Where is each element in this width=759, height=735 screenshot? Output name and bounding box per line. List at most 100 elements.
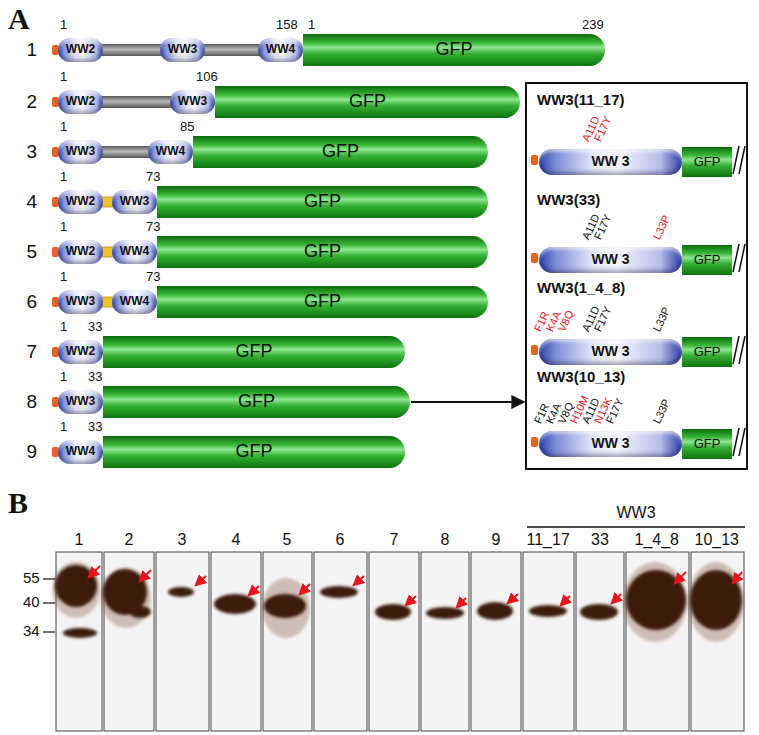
band-arrow: [249, 586, 259, 595]
callout-number: 2: [27, 91, 38, 113]
gfp-label: GFP: [304, 292, 341, 312]
callout-number: 1: [308, 18, 315, 33]
callout-number: 34: [23, 622, 40, 639]
gfp-cylinder: GFP: [103, 386, 410, 418]
protein-band: [477, 602, 513, 620]
mw-tick: [43, 631, 55, 632]
callout-number: 106: [196, 70, 218, 85]
callout-number: WW3: [617, 504, 656, 522]
band-halo: [262, 578, 310, 638]
protein-band: [55, 565, 97, 607]
domain-name: WW3: [178, 95, 207, 108]
callout-number: 3: [27, 141, 38, 163]
callout-number: 7: [390, 531, 399, 549]
domain-name: WW 3: [591, 436, 629, 451]
protein-band: [375, 604, 411, 620]
callout-number: 5: [283, 531, 292, 549]
truncation-mark: [733, 336, 739, 364]
domain-pill: WW3: [170, 90, 215, 114]
blot-lane: [104, 552, 154, 731]
callout-number: 11_17: [527, 531, 570, 549]
domain-pill: WW 3: [539, 431, 682, 457]
callout-number: 158: [276, 18, 298, 33]
gfp-label: GFP: [304, 242, 341, 262]
gfp-cylinder: GFP: [682, 337, 732, 367]
gfp-cylinder: GFP: [682, 429, 732, 459]
domain-name: WW 3: [591, 252, 629, 267]
band-arrow: [457, 598, 466, 607]
domain-name: WW4: [120, 245, 149, 258]
callout-number: 1: [60, 18, 67, 33]
mw-tick: [43, 602, 55, 603]
domain-pill: WW3: [160, 38, 205, 62]
callout-number: 9: [492, 531, 501, 549]
gfp-cylinder: GFP: [303, 34, 605, 66]
callout-number: 8: [27, 391, 38, 413]
protein-band: [320, 586, 358, 598]
gfp-label: GFP: [322, 142, 359, 162]
callout-number: 73: [146, 170, 160, 185]
band-arrow: [406, 596, 416, 605]
gfp-label: GFP: [694, 437, 721, 451]
protein-band: [214, 594, 256, 614]
protein-band: [580, 604, 618, 620]
gfp-cylinder: GFP: [157, 286, 488, 318]
blot-lane: [56, 552, 744, 731]
truncation-mark: [733, 428, 739, 456]
gfp-label: GFP: [349, 92, 386, 112]
blot-lane: [263, 552, 312, 731]
domain-pill: WW 3: [539, 149, 682, 175]
protein-band: [690, 570, 742, 630]
protein-band: [129, 606, 151, 618]
n-terminal-tag: [531, 155, 538, 165]
callout-number: 2: [125, 531, 134, 549]
domain-pill: WW3: [58, 390, 103, 414]
gfp-cylinder: GFP: [193, 136, 488, 168]
callout-number: 85: [180, 120, 194, 135]
callout-number: 1: [60, 420, 67, 435]
gfp-cylinder: GFP: [103, 436, 405, 468]
linker-segment: [101, 146, 150, 158]
construct-heading: WW3(11_17): [537, 92, 625, 109]
gfp-label: GFP: [235, 342, 272, 362]
lane-group-line: [527, 526, 745, 528]
band-arrow: [89, 566, 100, 577]
callout-number: 33: [88, 320, 102, 335]
callout-number: 7: [27, 341, 38, 363]
domain-pill: WW2: [58, 340, 103, 364]
band-halo: [623, 562, 687, 642]
domain-pill: WW2: [58, 90, 103, 114]
mutation-label: L33P: [651, 213, 673, 242]
gfp-cylinder: GFP: [157, 186, 488, 218]
band-arrow: [561, 596, 570, 605]
n-terminal-tag: [52, 45, 538, 457]
band-arrow: [196, 576, 206, 585]
callout-number: 8: [441, 531, 450, 549]
domain-pill: WW3: [112, 190, 157, 214]
lane-group-line: [527, 526, 745, 528]
panel-letter: A: [8, 2, 30, 37]
protein-band: [264, 594, 306, 618]
blot-lane: [576, 552, 624, 731]
connector-arrow: [411, 401, 524, 403]
linker-segment: [101, 44, 162, 56]
domain-name: WW3: [66, 295, 95, 308]
domain-name: WW3: [120, 195, 149, 208]
domain-pill: WW2: [58, 240, 103, 264]
callout-number: 1: [75, 531, 84, 549]
callout-number: 9: [27, 441, 38, 463]
domain-pill: WW4: [148, 140, 193, 164]
band-arrow: [354, 576, 364, 585]
domain-name: WW2: [66, 195, 95, 208]
band-arrow: [612, 594, 621, 603]
domain-pill: WW3: [58, 140, 103, 164]
blot-lane: [523, 552, 574, 731]
domain-name: WW4: [156, 145, 185, 158]
domain-name: WW2: [66, 345, 95, 358]
callout-number: 55: [23, 569, 40, 586]
n-terminal-tag: [531, 345, 538, 355]
callout-number: 33: [88, 370, 102, 385]
truncation-mark: [739, 336, 745, 364]
truncation-mark: [739, 146, 745, 174]
callout-number: 73: [146, 220, 160, 235]
